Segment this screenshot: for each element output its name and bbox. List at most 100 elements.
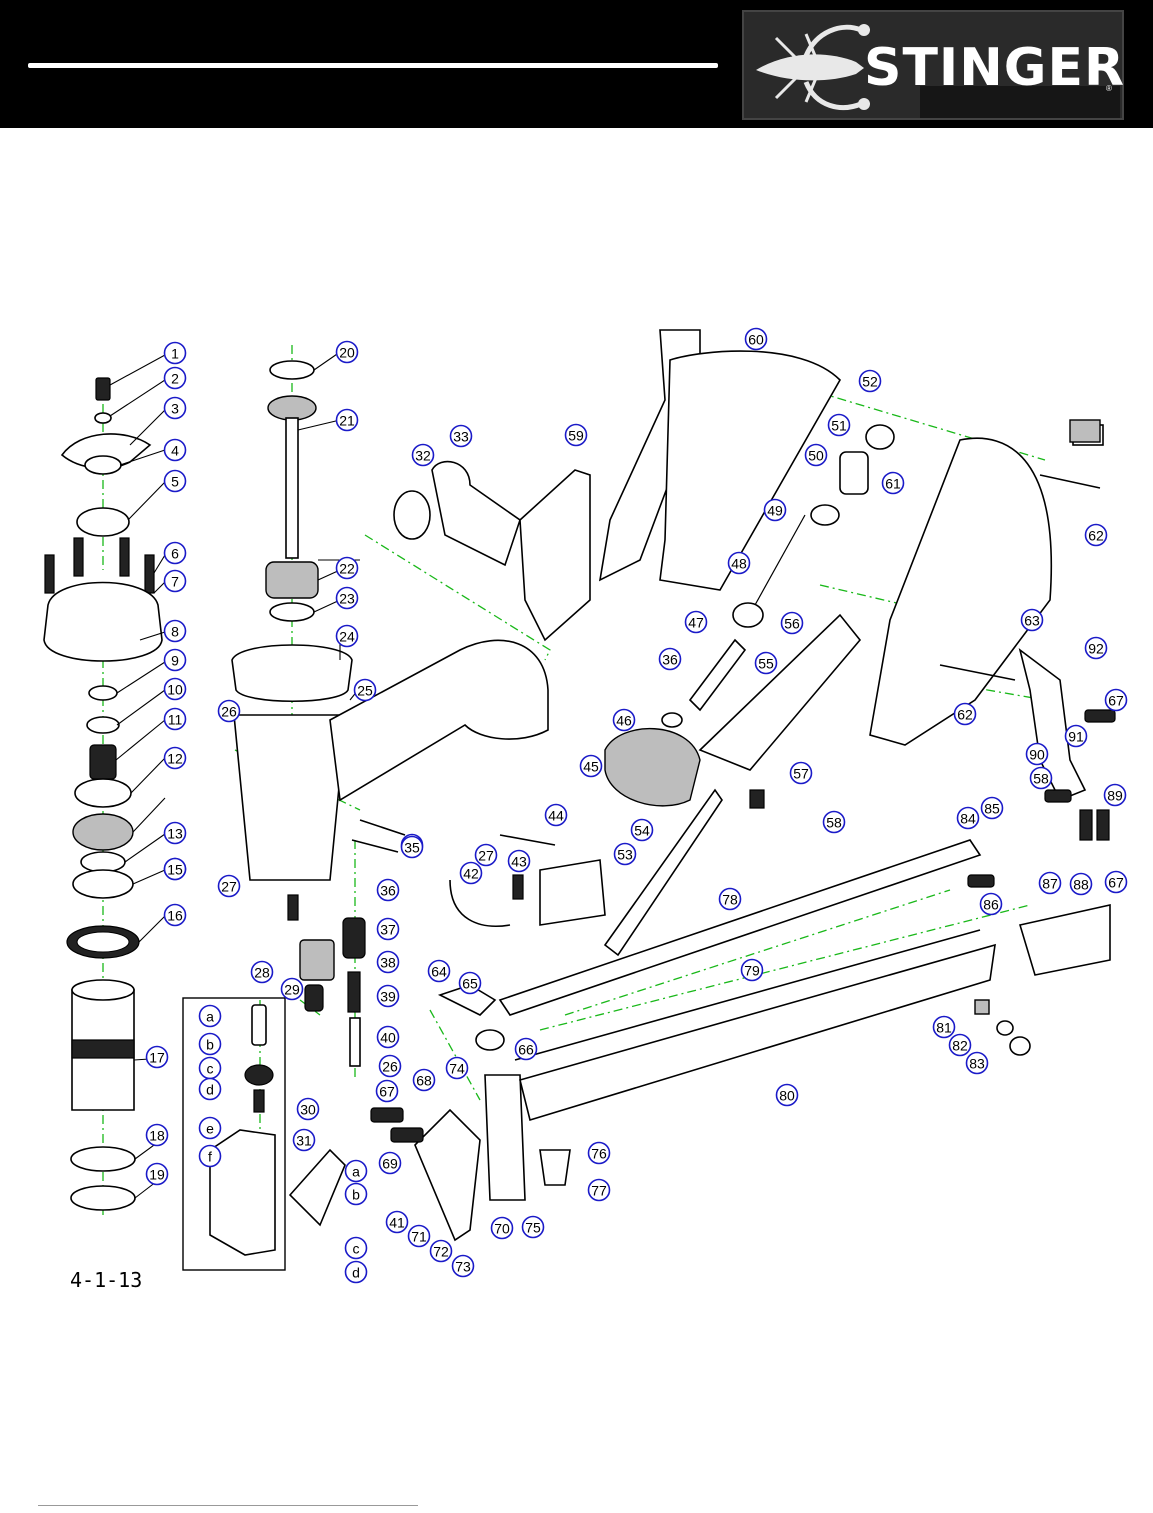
part-callout-7-label: 7 <box>171 574 179 590</box>
part-callout-11-label: 11 <box>168 712 183 728</box>
part-callout-10: 10 <box>163 677 187 701</box>
part-callout-6-label: 6 <box>171 546 179 562</box>
part-callout-35: 35 <box>400 835 424 859</box>
part-callout-67-label: 67 <box>1108 875 1124 891</box>
part-callout-22: 22 <box>335 556 359 580</box>
part-callout-62: 62 <box>953 702 977 726</box>
part-callout-80-label: 80 <box>779 1088 795 1104</box>
subpart-28-callout-e: e <box>198 1116 222 1140</box>
part-callout-76-label: 76 <box>591 1146 607 1162</box>
part-callout-3: 3 <box>163 396 187 420</box>
subpart-41-callout-a-label: a <box>352 1164 360 1180</box>
part-callout-75: 75 <box>521 1215 545 1239</box>
part-callout-53: 53 <box>613 842 637 866</box>
part-callout-59-label: 59 <box>568 428 584 444</box>
part-callout-84-label: 84 <box>960 811 976 827</box>
part-callout-30-label: 30 <box>300 1102 316 1118</box>
part-callout-21: 21 <box>335 408 359 432</box>
part-callout-46: 46 <box>612 708 636 732</box>
part-callout-73: 73 <box>451 1254 475 1278</box>
subpart-28-callout-d-label: d <box>206 1082 214 1098</box>
part-callout-40-label: 40 <box>380 1030 396 1046</box>
part-callout-66-label: 66 <box>518 1042 534 1058</box>
header-rule <box>28 63 718 68</box>
part-callout-31-label: 31 <box>296 1133 312 1149</box>
part-callout-60: 60 <box>744 327 768 351</box>
part-callout-18: 18 <box>145 1123 169 1147</box>
part-callout-89: 89 <box>1103 783 1127 807</box>
subpart-28-callout-a: a <box>198 1004 222 1028</box>
footer-rule <box>38 1505 418 1506</box>
part-callout-67-label: 67 <box>1108 693 1124 709</box>
part-callout-26: 26 <box>217 699 241 723</box>
part-callout-24: 24 <box>335 624 359 648</box>
part-callout-59: 59 <box>564 423 588 447</box>
part-callout-70-label: 70 <box>494 1221 510 1237</box>
part-callout-61-label: 61 <box>885 476 901 492</box>
piston-spring-parts <box>449 424 895 957</box>
part-callout-38-label: 38 <box>380 955 396 971</box>
subpart-41-callout-c: c <box>344 1236 368 1260</box>
part-callout-20-label: 20 <box>339 345 355 361</box>
part-callout-53-label: 53 <box>617 847 633 863</box>
part-callout-50: 50 <box>804 443 828 467</box>
part-callout-79: 79 <box>740 958 764 982</box>
part-callout-68: 68 <box>412 1068 436 1092</box>
part-callout-81: 81 <box>932 1015 956 1039</box>
part-callout-52: 52 <box>858 369 882 393</box>
part-callout-10-label: 10 <box>167 682 183 698</box>
part-callout-16-label: 16 <box>167 908 183 924</box>
part-callout-39-label: 39 <box>380 989 396 1005</box>
part-callout-67: 67 <box>1104 688 1128 712</box>
part-callout-48: 48 <box>727 551 751 575</box>
part-callout-72: 72 <box>429 1239 453 1263</box>
part-callout-88-label: 88 <box>1073 877 1089 893</box>
part-callout-8-label: 8 <box>171 624 179 640</box>
subpart-28-callout-f-label: f <box>208 1149 212 1165</box>
part-callout-11: 11 <box>163 707 187 731</box>
part-callout-40: 40 <box>376 1025 400 1049</box>
part-callout-45: 45 <box>579 754 603 778</box>
part-callout-55: 55 <box>754 651 778 675</box>
part-callout-9: 9 <box>163 648 187 672</box>
cap-screws <box>44 537 155 594</box>
header-bar: STINGER ® <box>0 0 1153 128</box>
part-callout-52-label: 52 <box>862 374 878 390</box>
part-callout-1: 1 <box>163 341 187 365</box>
part-callout-60-label: 60 <box>748 332 764 348</box>
part-callout-5: 5 <box>163 469 187 493</box>
part-callout-4: 4 <box>163 438 187 462</box>
part-callout-54-label: 54 <box>634 823 650 839</box>
part-callout-17: 17 <box>145 1045 169 1069</box>
part-callout-54: 54 <box>630 818 654 842</box>
part-callout-36-label: 36 <box>662 652 678 668</box>
part-callout-68-label: 68 <box>416 1073 432 1089</box>
part-callout-55-label: 55 <box>758 656 774 672</box>
part-callout-82-label: 82 <box>952 1038 968 1054</box>
part-callout-19: 19 <box>145 1162 169 1186</box>
part-callout-24-label: 24 <box>339 629 355 645</box>
part-callout-38: 38 <box>376 950 400 974</box>
part-callout-36: 36 <box>376 878 400 902</box>
part-callout-86: 86 <box>979 892 1003 916</box>
part-callout-67-label: 67 <box>379 1084 395 1100</box>
part-callout-43: 43 <box>507 849 531 873</box>
part-callout-42-label: 42 <box>463 866 479 882</box>
part-callout-58: 58 <box>822 810 846 834</box>
part-callout-37: 37 <box>376 917 400 941</box>
part-callout-88: 88 <box>1069 872 1093 896</box>
part-callout-26-label: 26 <box>382 1059 398 1075</box>
part-callout-1-label: 1 <box>171 346 179 362</box>
subpart-41-callout-d-label: d <box>352 1265 360 1281</box>
subpart-41-callout-d: d <box>344 1260 368 1284</box>
part-callout-36-label: 36 <box>380 883 396 899</box>
part-callout-15-label: 15 <box>167 862 183 878</box>
part-callout-13: 13 <box>163 821 187 845</box>
driver-body-assembly <box>231 360 549 1067</box>
part-callout-85: 85 <box>980 796 1004 820</box>
part-callout-33-label: 33 <box>453 429 469 445</box>
part-callout-2: 2 <box>163 366 187 390</box>
exploded-parts-diagram: 1234567891011121314151617181920212223242… <box>43 327 1128 1284</box>
part-callout-16: 16 <box>163 903 187 927</box>
part-callout-57-label: 57 <box>793 766 809 782</box>
